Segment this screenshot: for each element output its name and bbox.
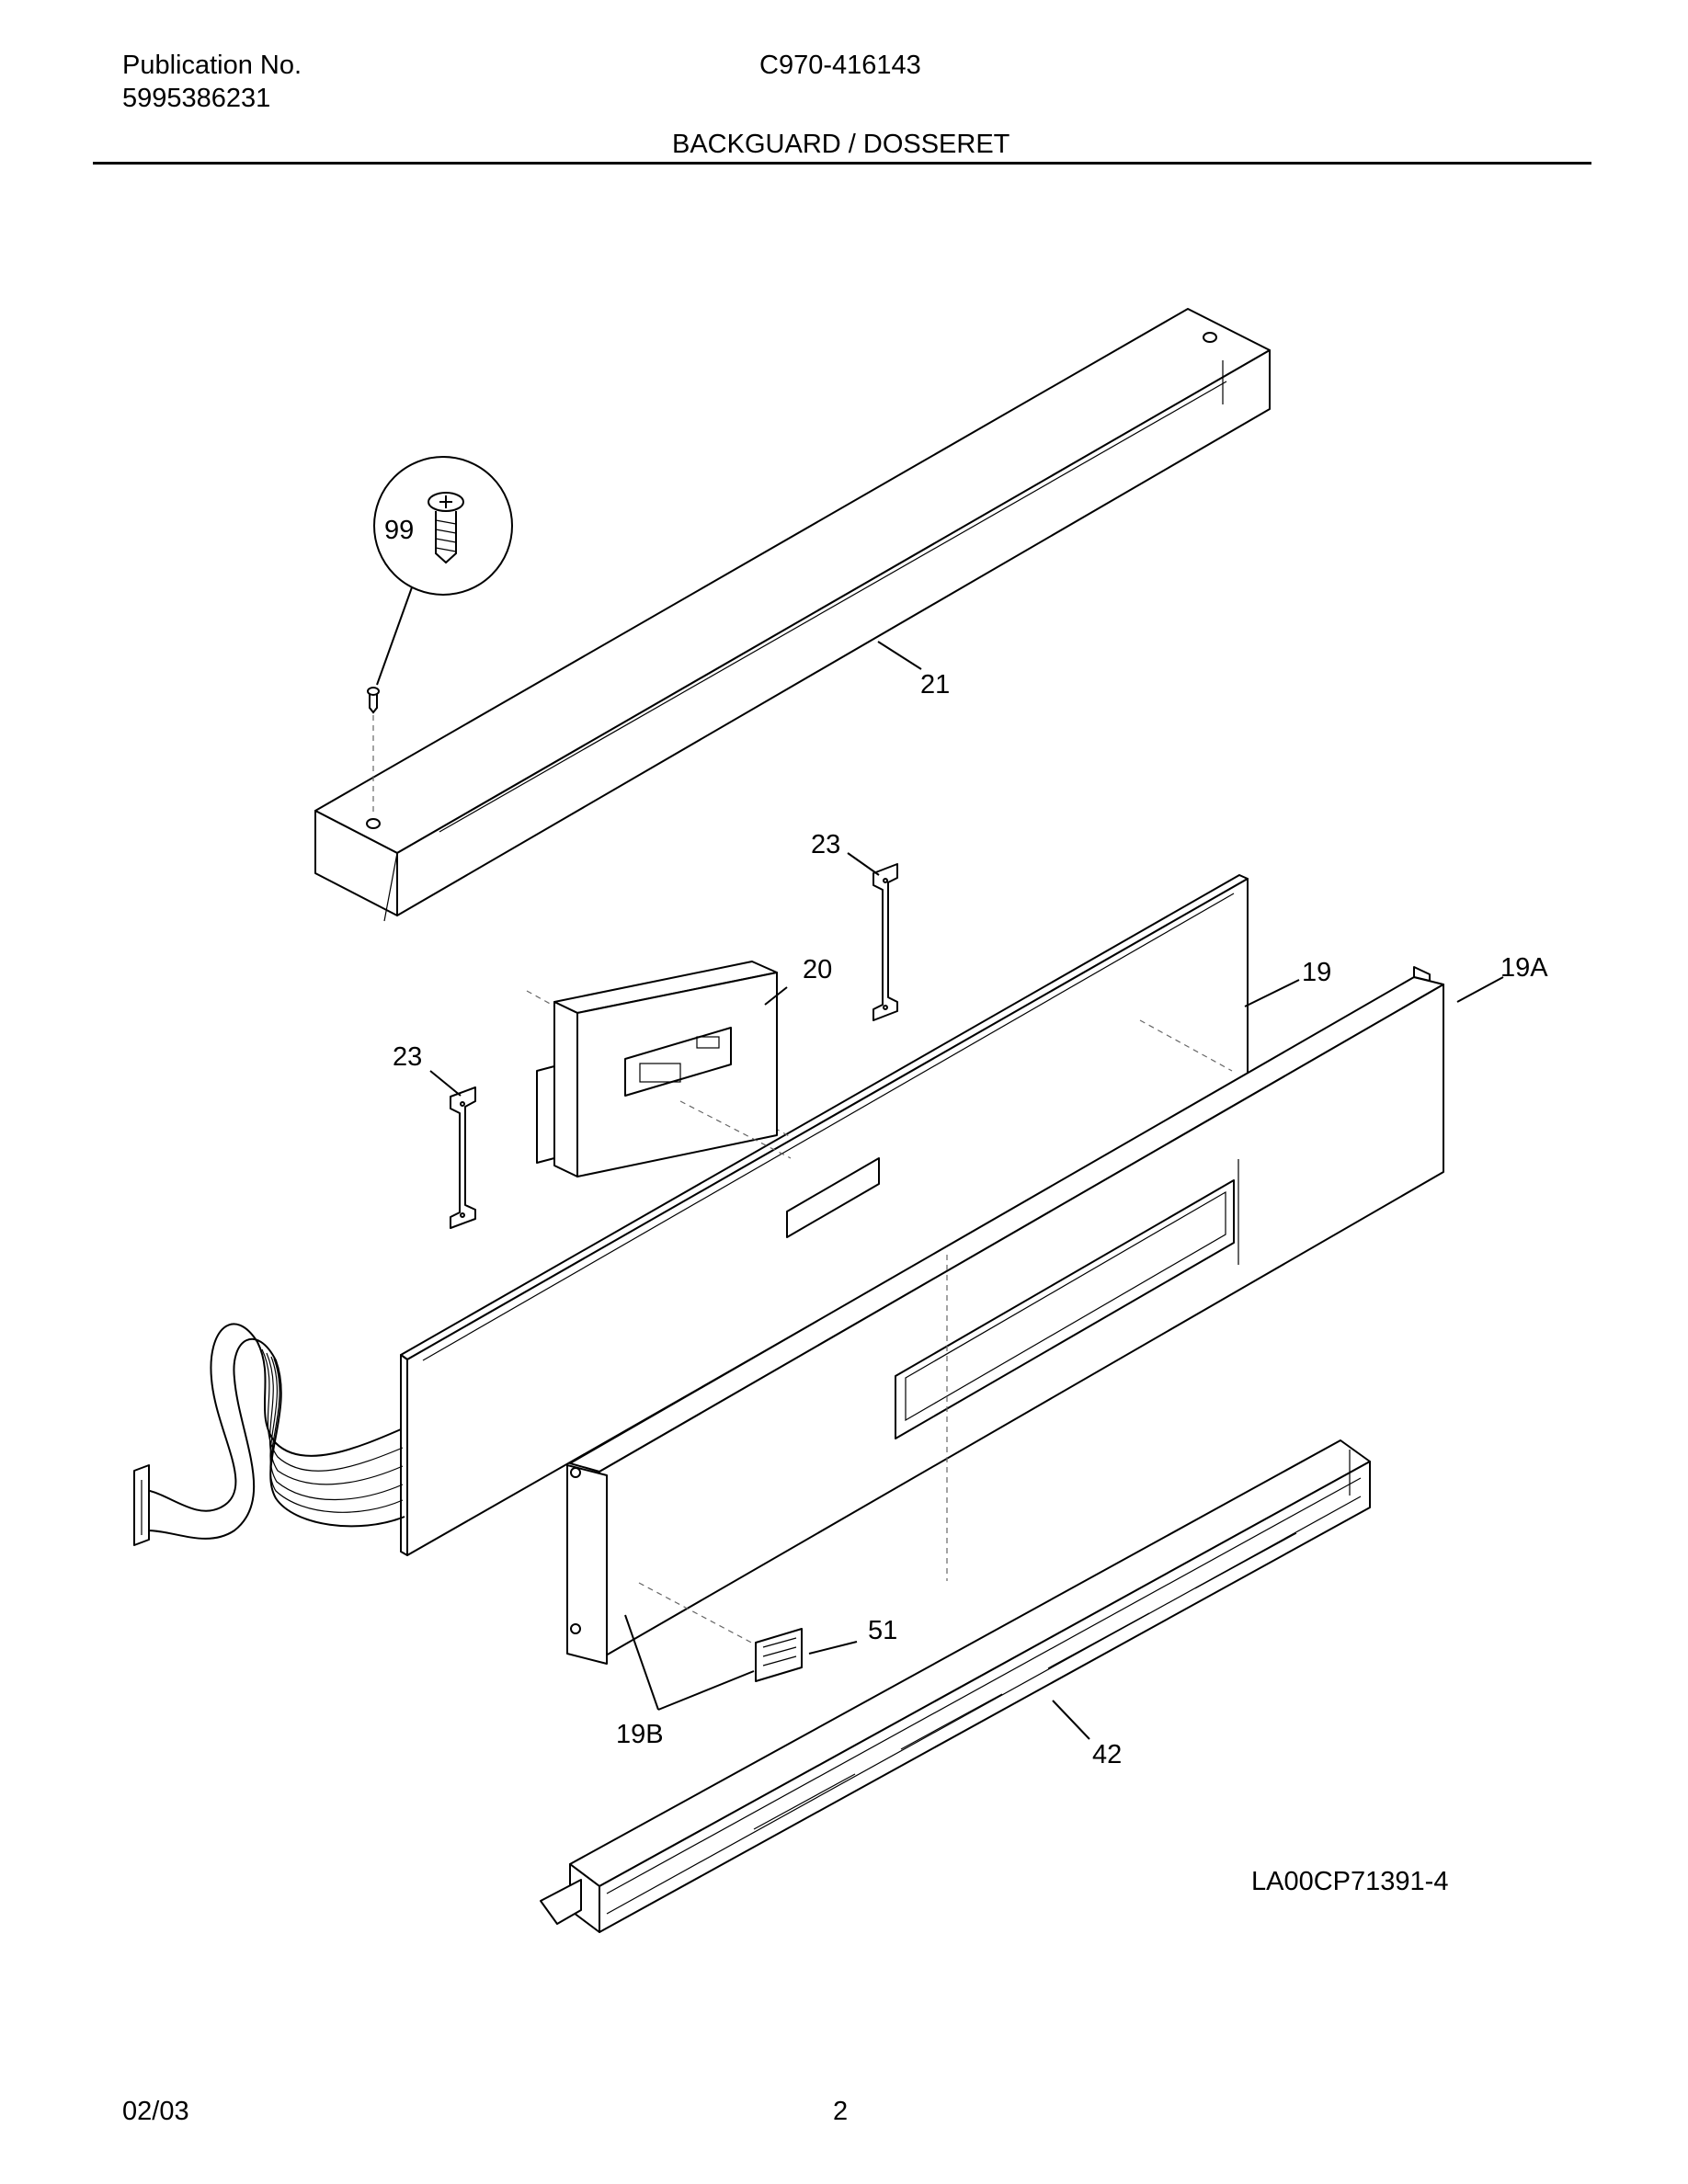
- panel-part: [400, 874, 1249, 1556]
- publication-number: 5995386231: [122, 84, 271, 113]
- section-title: BACKGUARD / DOSSERET: [672, 130, 1010, 159]
- callout-19b: 19B: [616, 1720, 664, 1749]
- callout-23-right: 23: [811, 830, 840, 859]
- end-cap-part: [566, 1464, 758, 1665]
- callout-51: 51: [868, 1616, 897, 1645]
- bottom-trim-part: [540, 1439, 1371, 1933]
- ribbon-cable-part: [133, 1323, 405, 1546]
- header-divider: [93, 162, 1591, 165]
- callout-42: 42: [1092, 1740, 1122, 1769]
- leader-lines: [429, 641, 1504, 1740]
- callout-99: 99: [384, 516, 414, 545]
- callout-19a: 19A: [1500, 953, 1548, 983]
- publication-label: Publication No.: [122, 51, 302, 80]
- bracket-right-part: [873, 863, 898, 1021]
- footer-date: 02/03: [122, 2097, 189, 2126]
- top-trim-part: [314, 308, 1271, 922]
- model-number: C970-416143: [759, 51, 921, 80]
- screw-part: [367, 456, 513, 816]
- control-board-part: [536, 961, 792, 1177]
- callout-19: 19: [1302, 958, 1331, 987]
- callout-21: 21: [920, 670, 950, 700]
- callout-23-left: 23: [393, 1042, 422, 1072]
- drawing-number: LA00CP71391-4: [1251, 1867, 1448, 1896]
- page-number: 2: [833, 2097, 849, 2126]
- callout-20: 20: [803, 955, 832, 984]
- front-panel-part: [569, 966, 1444, 1660]
- label-part: [755, 1628, 803, 1682]
- bracket-left-part: [450, 1086, 476, 1229]
